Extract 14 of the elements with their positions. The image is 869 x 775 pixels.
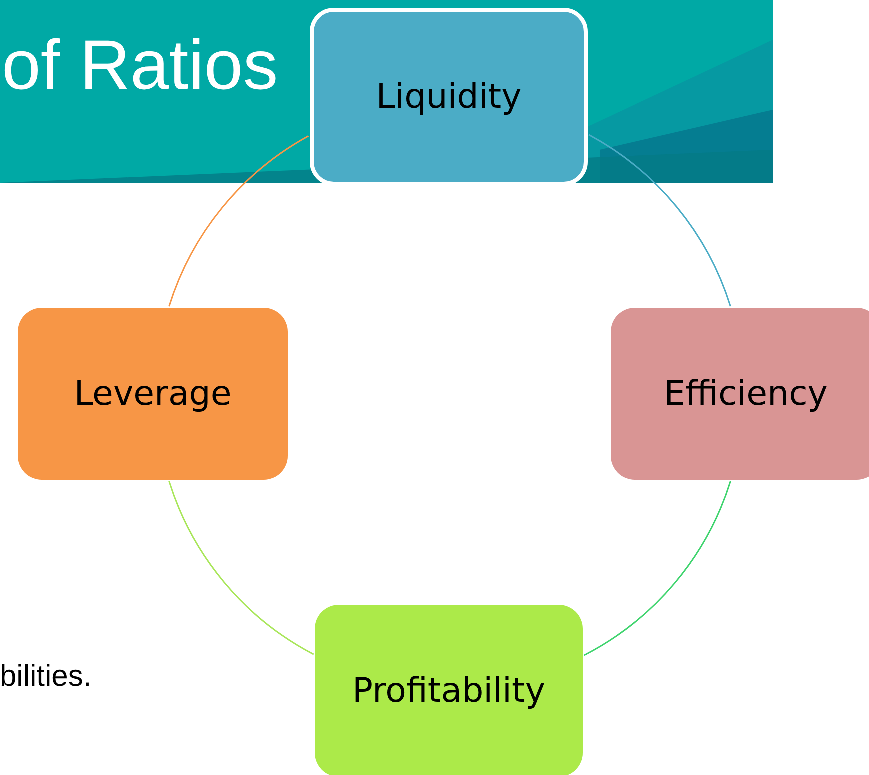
cycle-connector [168, 136, 310, 307]
box-label: Leverage [74, 374, 232, 414]
cycle-connector [588, 134, 732, 307]
category-box [310, 8, 588, 186]
category-box [611, 308, 869, 480]
box-label: Profitability [352, 671, 546, 711]
slide-title: of Ratios [2, 30, 278, 100]
box-label: Efficiency [664, 374, 828, 414]
cycle-connector [168, 481, 314, 656]
category-box [18, 308, 288, 480]
category-box [315, 605, 583, 775]
body-text: bilities. [0, 660, 92, 694]
cycle-connector [584, 481, 732, 656]
box-label: Liquidity [376, 77, 522, 117]
